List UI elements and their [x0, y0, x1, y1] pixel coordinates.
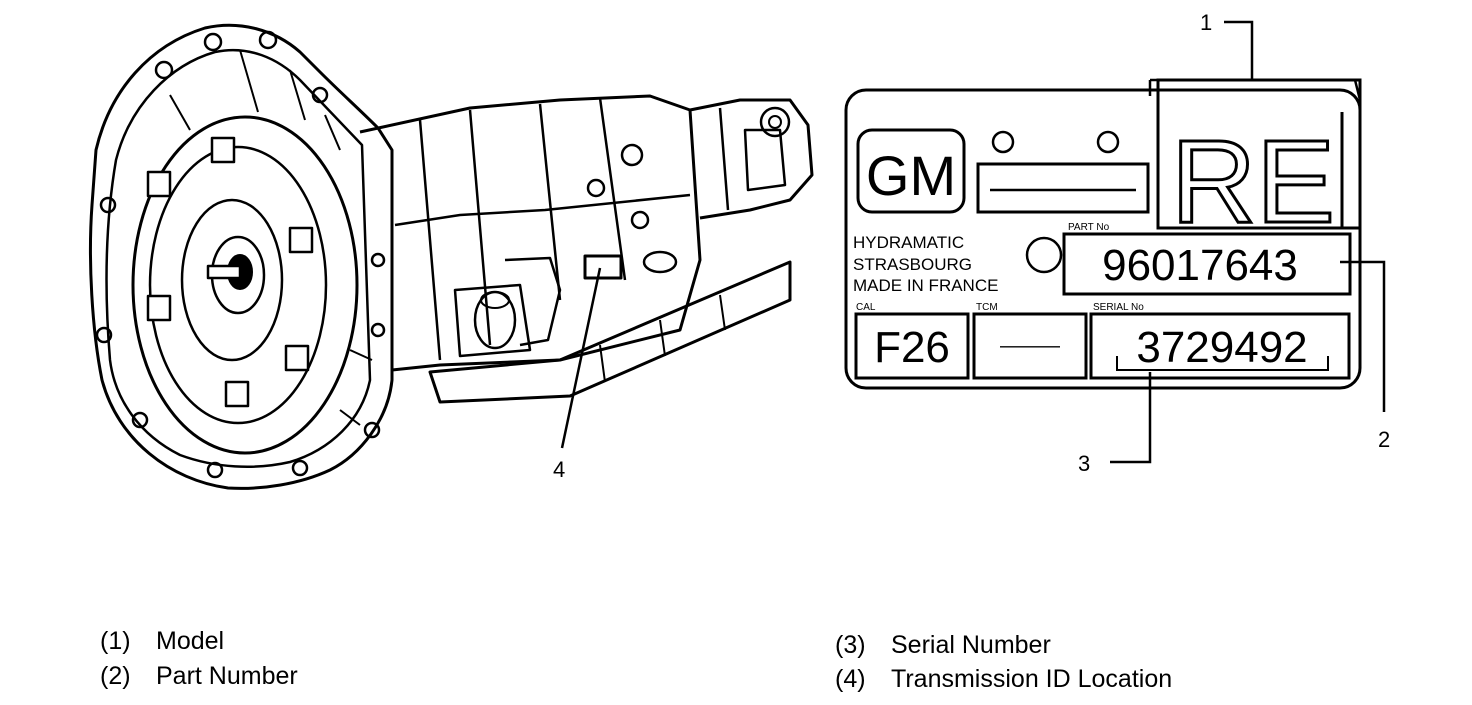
serial-box	[1089, 312, 1351, 380]
output-seal-inner	[768, 115, 782, 129]
bell-housing-outline	[88, 23, 394, 490]
part-no-box	[1062, 232, 1352, 296]
torque-converter-outer	[131, 115, 359, 455]
cal-label: CAL	[856, 302, 876, 313]
model-code: RE	[1171, 116, 1335, 248]
output-seal	[759, 106, 791, 138]
extension-detail	[718, 107, 787, 211]
callout-4: 4	[553, 457, 565, 482]
converter-lugs	[146, 136, 314, 408]
case-port-1	[620, 143, 644, 167]
plate-hole-3	[1025, 236, 1063, 274]
maker-line-2: STRASBOURG	[853, 255, 972, 274]
legend-text: Transmission ID Location	[891, 665, 1173, 693]
valve-body	[453, 283, 532, 358]
legend-number: (2)	[100, 662, 131, 690]
legend-item-part-number: (2) Part Number	[100, 661, 298, 691]
oil-pan	[428, 260, 792, 404]
legend-item-model: (1) Model	[100, 626, 224, 656]
leader-line-4	[560, 267, 602, 449]
case-port-3	[630, 210, 650, 230]
legend-text: Part Number	[156, 662, 298, 690]
flange-ribs	[169, 49, 373, 426]
torque-converter-ring	[148, 145, 328, 425]
plate-outline	[844, 88, 1362, 390]
extension-housing	[689, 98, 814, 220]
legend-text: Serial Number	[891, 631, 1051, 659]
leader-line-3	[1110, 372, 1152, 464]
serial-value: 3729492	[1136, 323, 1307, 372]
callout-3: 3	[1078, 451, 1090, 476]
leader-line-1	[1148, 20, 1362, 101]
valve-cylinder-cap	[480, 291, 510, 309]
maker-line-3: MADE IN FRANCE	[853, 276, 998, 295]
case-port-2	[586, 178, 606, 198]
legend-text: Model	[156, 627, 225, 655]
cal-value: F26	[874, 323, 950, 372]
oil-pan-ridges	[599, 294, 726, 383]
converter-pilot	[206, 264, 242, 280]
legend-item-serial-number: (3) Serial Number	[835, 630, 1051, 660]
gm-logo-text: GM	[866, 144, 956, 207]
case-bands	[418, 97, 627, 361]
torque-converter-inner	[180, 198, 284, 362]
callout-2: 2	[1378, 427, 1390, 452]
filter-neck	[642, 250, 678, 274]
tcm-box	[972, 312, 1088, 380]
serial-bracket	[1116, 356, 1329, 371]
tcm-label: TCM	[976, 302, 998, 313]
case-body	[359, 94, 702, 372]
gm-logo-box	[856, 128, 966, 214]
plate-hole-1	[991, 130, 1015, 154]
flange-bolt-holes	[95, 30, 386, 479]
leader-line-2	[1340, 260, 1386, 412]
legend-item-transmission-id-location: (4) Transmission ID Location	[835, 664, 1172, 694]
plate-hole-2	[1096, 130, 1120, 154]
transmission-illustration	[88, 23, 814, 490]
tcm-value: ———	[1000, 335, 1060, 357]
legend-number: (1)	[100, 627, 131, 655]
serial-label: SERIAL No	[1093, 302, 1144, 313]
legend-number: (3)	[835, 631, 866, 659]
bracket	[504, 256, 562, 347]
case-lower-line	[394, 193, 691, 227]
blank-field-box	[976, 162, 1150, 214]
part-no-value: 96017643	[1102, 241, 1298, 290]
transmission-id-location	[583, 254, 623, 280]
cal-box	[854, 312, 970, 380]
id-plate: GM RE HYDRAMATIC STRASBOURG MADE IN FRAN…	[844, 78, 1362, 390]
part-no-label: PART No	[1068, 222, 1110, 233]
legend-number: (4)	[835, 665, 866, 693]
maker-line-1: HYDRAMATIC	[853, 233, 964, 252]
callout-1: 1	[1200, 10, 1212, 35]
